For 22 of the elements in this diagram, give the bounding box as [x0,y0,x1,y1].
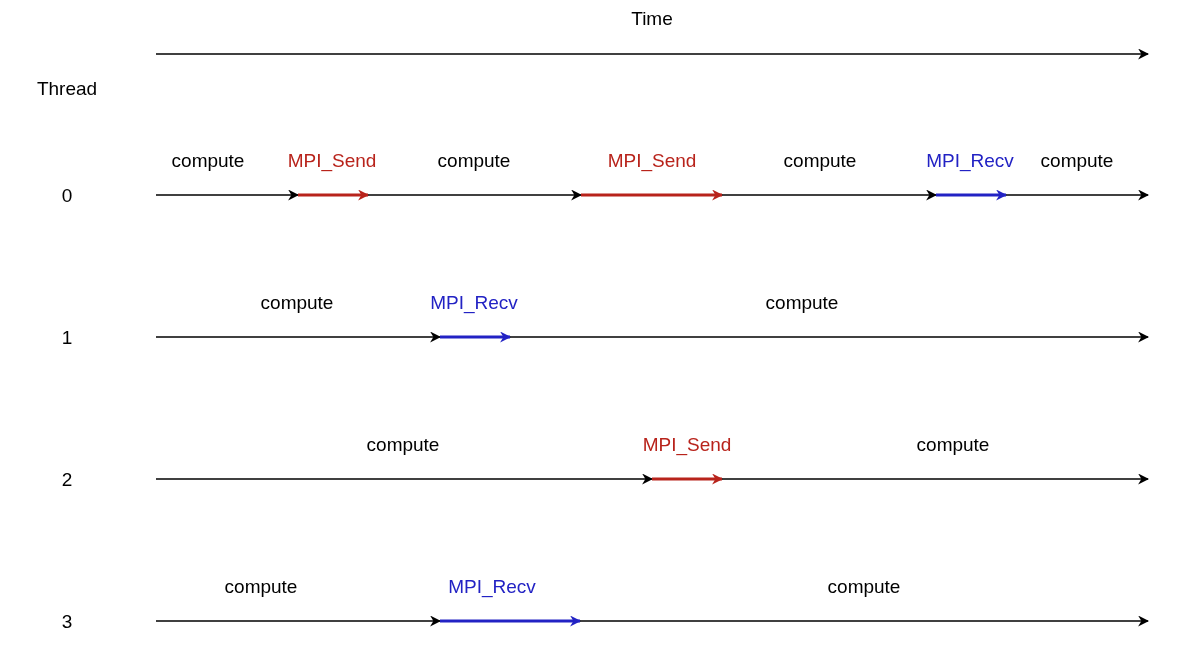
segment-label: MPI_Send [287,150,377,170]
segment-label: compute [260,292,334,312]
segment-label: MPI_Recv [448,576,536,596]
segment-label: compute [366,434,440,454]
thread-number: 0 [61,185,73,205]
thread-number: 2 [61,469,73,489]
segment-label: compute [224,576,298,596]
segment-label: compute [916,434,990,454]
segment-label: compute [1040,150,1114,170]
segment-label: MPI_Send [607,150,697,170]
axis-label: Time [631,8,673,28]
segment-label: compute [437,150,511,170]
axis-label: Thread [36,78,98,98]
segment-label: MPI_Recv [430,292,518,312]
thread-number: 3 [61,611,73,631]
segment-label: compute [765,292,839,312]
segment-label: compute [827,576,901,596]
segment-label: MPI_Recv [926,150,1014,170]
segment-label: MPI_Send [642,434,732,454]
thread-number: 1 [61,327,73,347]
segment-label: compute [171,150,245,170]
segment-label: compute [783,150,857,170]
